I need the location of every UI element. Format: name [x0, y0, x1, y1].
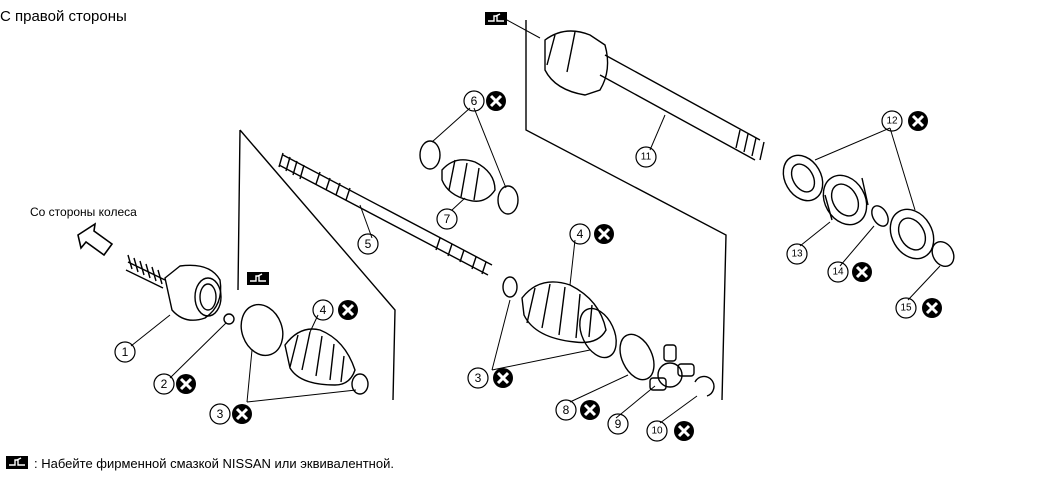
boot-right — [521, 281, 607, 344]
callout-8: 8 — [563, 403, 570, 417]
bracket-outline-left — [237, 129, 396, 401]
callout-7: 7 — [444, 212, 451, 226]
part-12-seal-a — [782, 154, 824, 202]
grease-icon-joint — [246, 271, 270, 286]
callout-6: 6 — [471, 94, 478, 108]
part-12-seal-b-inner — [897, 217, 927, 251]
bracket-outline-right — [525, 20, 727, 401]
callout-4-left: 4 — [320, 303, 327, 317]
spider-assembly — [649, 344, 695, 391]
part-2-circlip — [223, 313, 235, 325]
part-10-circlip — [694, 375, 715, 397]
grease-icon-legend — [5, 455, 29, 470]
callout-3-right: 3 — [475, 371, 482, 385]
inner-boot-small — [441, 159, 496, 202]
wheel-side-arrow-icon — [77, 222, 114, 257]
part-14-snap-ring — [871, 205, 889, 227]
legend-text: : Набейте фирменной смазкой NISSAN или э… — [34, 456, 394, 471]
callout-15: 15 — [900, 303, 912, 314]
callout-3-left: 3 — [217, 407, 224, 421]
part-13-bearing — [822, 174, 869, 226]
leader-lines — [130, 19, 941, 424]
callout-14: 14 — [832, 267, 844, 278]
callout-2: 2 — [161, 377, 168, 391]
callout-10: 10 — [651, 426, 663, 437]
wheel-side-label: Со стороны колеса — [30, 205, 137, 219]
inner-joint-housing — [544, 30, 765, 161]
callouts — [114, 89, 944, 443]
part-12-seal-a-inner — [790, 163, 816, 193]
callout-11: 11 — [641, 152, 652, 163]
callout-5: 5 — [365, 237, 372, 251]
part-15-ring — [931, 240, 955, 268]
boot-band-left — [240, 303, 284, 357]
part-12-seal-b — [889, 208, 935, 260]
callout-4-right: 4 — [577, 227, 584, 241]
part-8-ring — [619, 333, 655, 381]
callout-1: 1 — [122, 345, 129, 359]
boot-band-left-small — [351, 373, 369, 395]
outer-cv-joint — [125, 254, 222, 321]
boot-band-6a — [419, 140, 441, 170]
boot-band-6b — [497, 185, 519, 215]
boot-band-right — [579, 307, 617, 359]
callout-12: 12 — [886, 116, 898, 127]
drive-shaft — [278, 152, 493, 276]
callout-13: 13 — [791, 249, 803, 260]
boot-band-right-small — [502, 276, 518, 298]
grease-icon-top — [484, 11, 508, 26]
boot-left — [284, 328, 356, 386]
callout-9: 9 — [615, 417, 622, 431]
diagram-title: С правой стороны — [0, 8, 127, 25]
